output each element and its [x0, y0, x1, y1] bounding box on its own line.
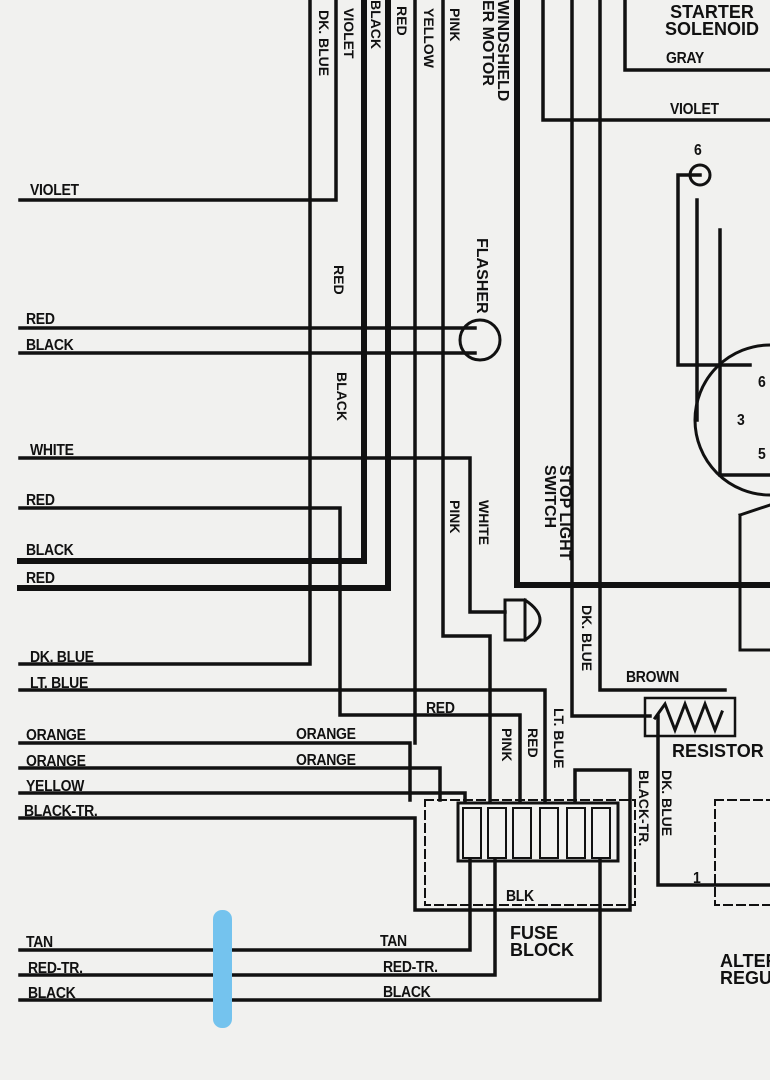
wire-label: RED — [394, 6, 410, 36]
wire-pink — [441, 0, 492, 802]
wire-violet-sol — [541, 0, 770, 122]
wire-label: RED-TR. — [383, 957, 438, 976]
wire-dk-blue — [18, 0, 312, 666]
wire-label: ORANGE — [26, 725, 86, 744]
wire-label: RED-TR. — [28, 958, 83, 977]
wire-label: RED — [331, 265, 347, 295]
wire-label: PINK — [447, 8, 463, 42]
wire-label: VIOLET — [670, 99, 719, 118]
resistor-label: RESISTOR — [672, 741, 764, 761]
wire-label: PINK — [447, 500, 463, 534]
wire-label: BROWN — [626, 667, 679, 686]
terminal-6-top: 6 — [694, 140, 702, 159]
wire-label: ORANGE — [26, 751, 86, 770]
wire-label: LT. BLUE — [551, 708, 567, 769]
wire-label: GRAY — [666, 48, 704, 67]
wire-label: BLACK — [26, 335, 74, 354]
wire-brown — [598, 0, 727, 692]
wire-windshield — [514, 0, 770, 588]
wire-dk-blue-mid — [570, 0, 652, 718]
terminal-6: 6 — [758, 372, 766, 391]
wire-label: TAN — [26, 932, 53, 951]
wire-label: PINK — [499, 728, 515, 762]
wire-label: DK. BLUE — [30, 647, 94, 666]
wire-label: RED — [525, 728, 541, 758]
wire-label: BLACK — [368, 0, 384, 49]
wire-label: BLACK-TR. — [636, 770, 652, 847]
wires — [17, 0, 770, 1002]
wire-label: ORANGE — [296, 750, 356, 769]
terminal-1: 1 — [693, 868, 701, 887]
flasher-label: FLASHER — [473, 238, 490, 314]
highlight-marker — [213, 910, 232, 1028]
wire-label: YELLOW — [421, 8, 437, 68]
wiper-motor-label: WINDSHIELD ER MOTOR — [479, 0, 511, 102]
wire-label: ORANGE — [296, 724, 356, 743]
wire-label: RED — [26, 309, 55, 328]
wire-label: VIOLET — [30, 180, 79, 199]
wire-violet — [18, 0, 338, 202]
stop-light-switch-label: STOP LIGHT SWITCH — [541, 465, 573, 561]
wire-label: DK. BLUE — [579, 605, 595, 672]
wire-label: LT. BLUE — [30, 673, 89, 692]
wire-label: TAN — [380, 931, 407, 950]
wire-label: WHITE — [476, 500, 492, 546]
starter-solenoid-label: STARTER SOLENOID — [665, 2, 760, 39]
wire-label: RED — [26, 568, 55, 587]
wire-label: YELLOW — [26, 776, 85, 795]
wire-label: BLACK — [28, 983, 76, 1002]
fuse-block-label: FUSE BLOCK — [510, 923, 574, 960]
wire-label: BLACK — [383, 982, 431, 1001]
wire-red — [17, 0, 391, 591]
wire-black — [17, 0, 367, 564]
blk-tag: BLK — [506, 886, 534, 905]
wire-label: WHITE — [30, 440, 74, 459]
wire-label: RED — [426, 698, 455, 717]
terminal-5: 5 — [758, 444, 766, 463]
wire-label: BLACK — [334, 372, 350, 421]
wire-label: BLACK — [26, 540, 74, 559]
wire-gray — [623, 0, 770, 72]
wire-label: BLACK-TR. — [24, 801, 98, 820]
wire-label: RED — [26, 490, 55, 509]
wire-label: DK. BLUE — [316, 10, 332, 77]
terminal-3: 3 — [737, 410, 745, 429]
wire-label: DK. BLUE — [659, 770, 675, 837]
wire-label: VIOLET — [341, 8, 357, 59]
